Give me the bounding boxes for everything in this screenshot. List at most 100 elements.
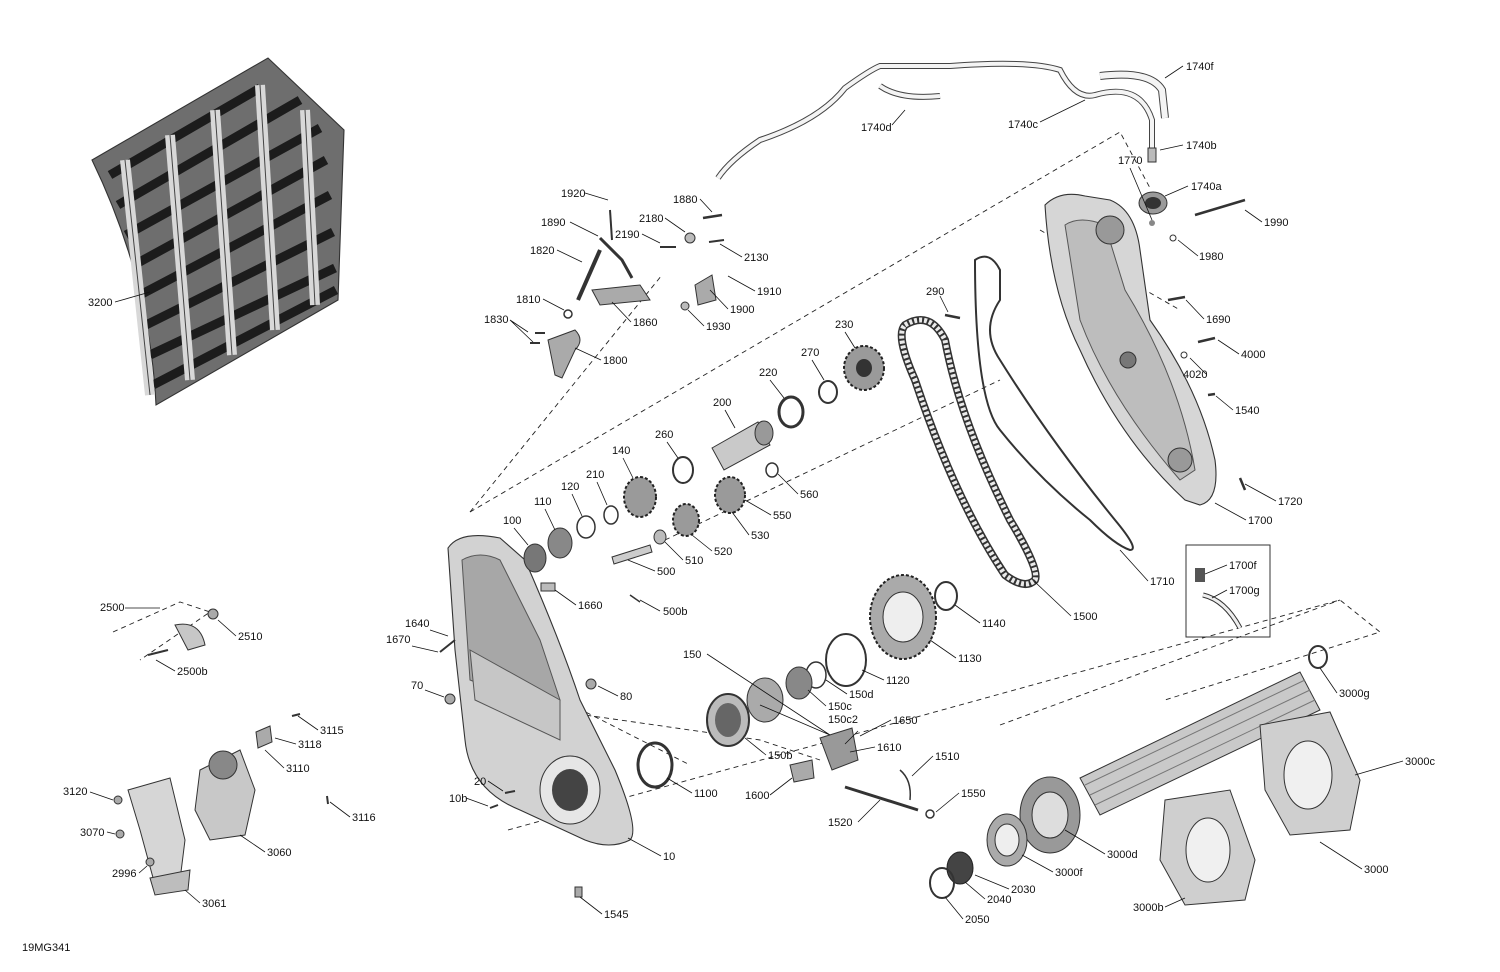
callout-label: 1640 [405,618,429,630]
callout-label: 1910 [757,286,781,298]
callout-label: 3061 [202,898,226,910]
callout-label: 150c2 [828,714,858,726]
callout-label: 510 [685,555,703,567]
callout-label: 1700f [1229,560,1257,572]
leader-lines [89,65,1404,920]
callout-label: 2510 [238,631,262,643]
callout-label: 1740d [861,122,892,134]
shifter-assembly [530,209,725,379]
callout-label: 1545 [604,909,628,921]
callout-label: 210 [586,469,604,481]
callout-label: 3000g [1339,688,1370,700]
callout-label: 2190 [615,229,639,241]
callout-label: 10 [663,851,675,863]
callout-label: 1830 [484,314,508,326]
callout-label: 1610 [877,742,901,754]
callout-label: 1650 [893,715,917,727]
driven-gear-assembly [636,574,958,819]
callout-label: 150c [828,701,852,713]
callout-label: 1520 [828,817,852,829]
callout-label: 3070 [80,827,104,839]
callout-label: 1100 [694,788,718,800]
callout-label: 1600 [745,790,769,802]
callout-label: 2030 [1011,884,1035,896]
callout-label: 1130 [958,653,982,665]
callout-labels: 1740f 1740d 1740c 1740b 1740a 1770 1990 … [63,61,1435,926]
callout-label: 200 [713,397,731,409]
callout-label: 80 [620,691,632,703]
callout-label: 1980 [1199,251,1223,263]
callout-label: 520 [714,546,732,558]
callout-label: 100 [503,515,521,527]
vent-tubes-1740 [715,60,1169,215]
callout-label: 1510 [935,751,959,763]
callout-label: 10b [449,793,467,805]
callout-label: 3000 [1364,864,1388,876]
callout-label: 1720 [1278,496,1302,508]
callout-label: 3110 [286,763,310,775]
callout-label: 1880 [673,194,697,206]
callout-label: 3116 [352,812,376,824]
fasteners [439,198,1247,898]
callout-label: 1860 [633,317,657,329]
callout-label: 1660 [578,600,602,612]
callout-label: 1900 [730,304,754,316]
callout-label: 560 [800,489,818,501]
callout-label: 1120 [886,675,910,687]
callout-label: 150d [849,689,873,701]
callout-label: 1700 [1248,515,1272,527]
callout-label: 500b [663,606,687,618]
callout-label: 3060 [267,847,291,859]
callout-label: 1710 [1150,576,1174,588]
callout-label: 70 [411,680,423,692]
callout-label: 230 [835,319,853,331]
callout-label: 1500 [1073,611,1097,623]
callout-label: 2040 [987,894,1011,906]
callout-label: 3200 [88,297,112,309]
callout-label: 3118 [298,739,322,751]
callout-label: 1700g [1229,585,1260,597]
callout-label: 2050 [965,914,989,926]
callout-label: 1140 [982,618,1006,630]
callout-label: 270 [801,347,819,359]
callout-label: 1890 [541,217,565,229]
callout-label: 1670 [386,634,410,646]
callout-label: 120 [561,481,579,493]
callout-label: 3120 [63,786,87,798]
callout-label: 2996 [112,868,136,880]
brake-assembly [113,608,329,896]
callout-label: 1820 [530,245,554,257]
callout-label: 1690 [1206,314,1230,326]
callout-label: 260 [655,429,673,441]
callout-label: 2500 [100,602,124,614]
callout-label: 3115 [320,725,344,737]
callout-label: 1740c [1008,119,1038,131]
callout-label: 110 [534,496,552,508]
callout-label: 530 [751,530,769,542]
callout-label: 1810 [516,294,540,306]
callout-label: 150 [683,649,701,661]
track-3200 [91,57,345,406]
drive-axle-3000 [929,645,1361,906]
callout-label: 1920 [561,188,585,200]
callout-label: 1540 [1235,405,1259,417]
seal-1710 [973,255,1134,552]
callout-label: 290 [926,286,944,298]
callout-label: 3000d [1107,849,1138,861]
callout-label: 3000b [1133,902,1164,914]
callout-label: 3000f [1055,867,1083,879]
callout-label: 1990 [1264,217,1288,229]
callout-label: 550 [773,510,791,522]
callout-label: 2130 [744,252,768,264]
shaft-assembly [523,345,885,592]
callout-label: 1740f [1186,61,1214,73]
callout-label: 1740b [1186,140,1217,152]
callout-label: 1550 [961,788,985,800]
callout-label: 4000 [1241,349,1265,361]
callout-label: 140 [612,445,630,457]
callout-label: 1740a [1191,181,1222,193]
callout-label: 3000c [1405,756,1435,768]
chaincase-housing-10 [447,535,634,846]
